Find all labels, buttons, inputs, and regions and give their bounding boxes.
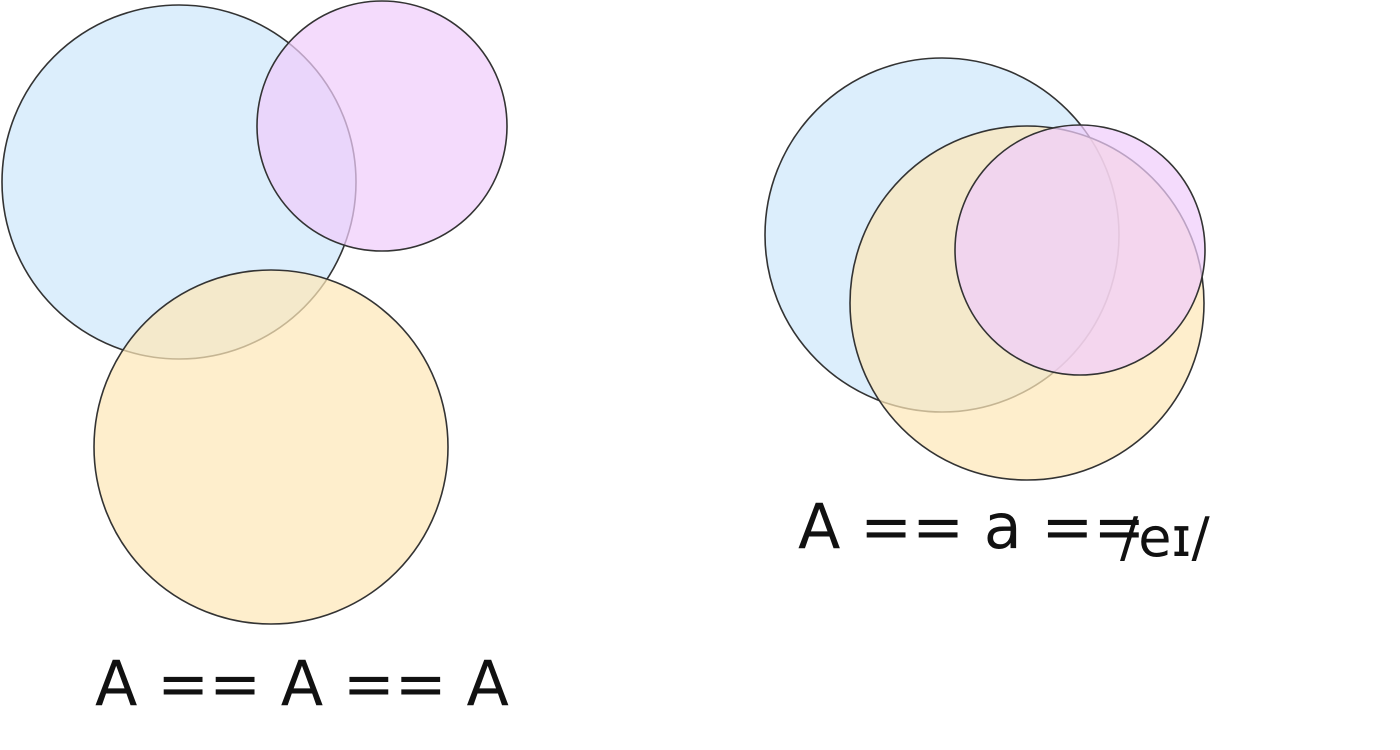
caption-right: A == a == bbox=[798, 490, 1145, 563]
diagram-separate-circles: A == A == A bbox=[1, 0, 509, 720]
caption-right-ipa: /eɪ/ bbox=[1120, 506, 1210, 569]
purple-circle-right bbox=[954, 124, 1206, 376]
caption-left: A == A == A bbox=[95, 647, 509, 720]
diagram-overlapping-circles: A == a == /eɪ/ bbox=[764, 57, 1210, 569]
yellow-circle-left bbox=[93, 269, 449, 625]
purple-circle-left bbox=[256, 0, 508, 252]
